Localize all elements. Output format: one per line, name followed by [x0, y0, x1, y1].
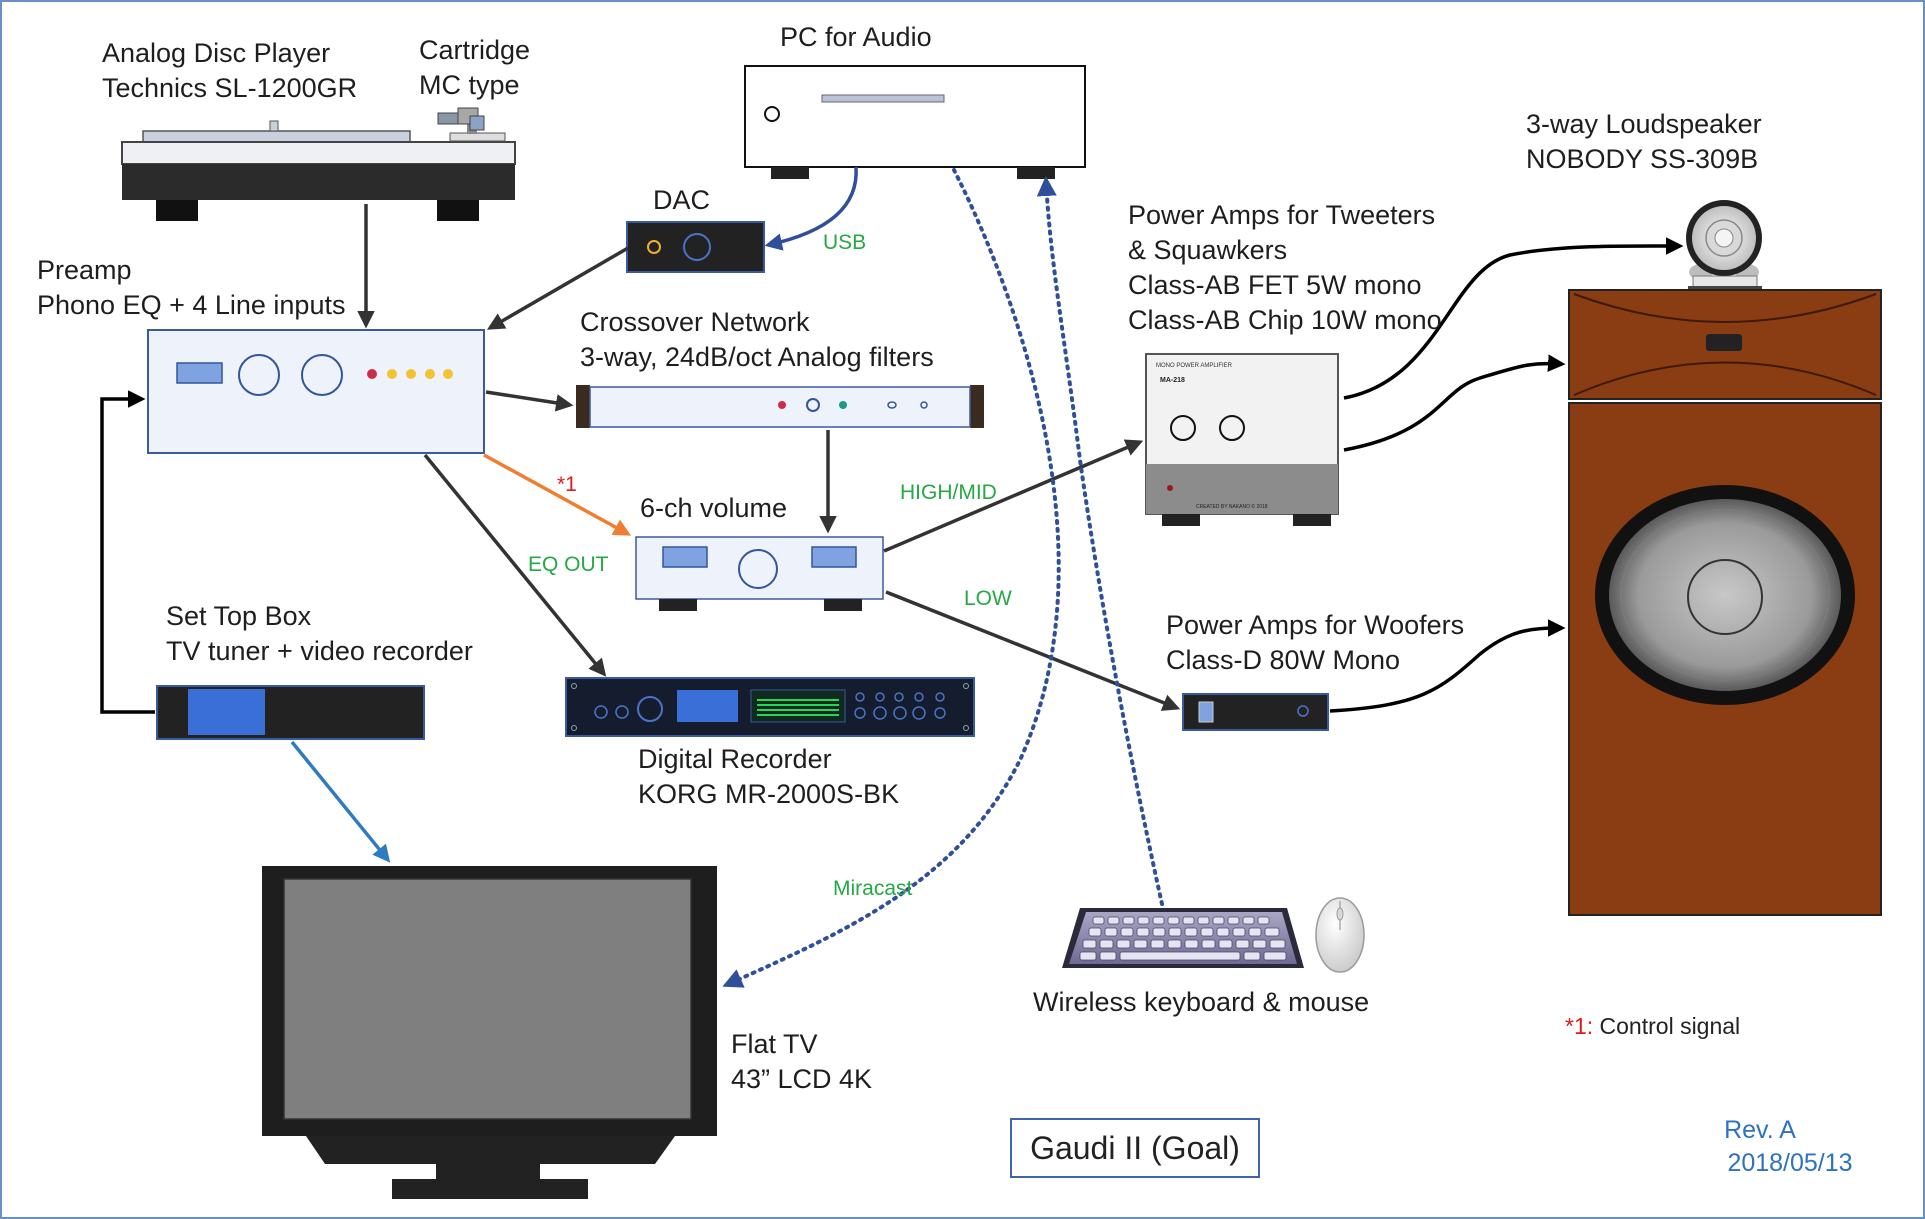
power-amp-woofers [1182, 693, 1329, 731]
footnote-text: Control signal [1593, 1013, 1741, 1039]
digital-recorder [565, 677, 975, 737]
turntable [121, 107, 516, 221]
cartridge-name: Cartridge [419, 35, 531, 65]
amps-tweeter-title: Power Amps for Tweeters [1128, 200, 1436, 230]
flat-tv [262, 866, 717, 1199]
set-top-box [156, 685, 425, 740]
crossover-name: Crossover Network [580, 307, 810, 337]
recorder-name: Digital Recorder [638, 744, 832, 774]
usb-tag: USB [823, 231, 867, 254]
stb-name: Set Top Box [166, 601, 312, 631]
amp-panel-footer: CREATED BY NAKANO © 2018 [1196, 503, 1268, 510]
power-amp-tweeters: MONO POWER AMPLIFIER MA-218 CREATED BY N… [1145, 353, 1339, 526]
tv-name: Flat TV [731, 1029, 818, 1059]
amp-panel-header: MONO POWER AMPLIFIER [1156, 363, 1233, 369]
crossover-network [576, 385, 984, 428]
turntable-name: Analog Disc Player [102, 38, 331, 68]
amps-tweeter-subtitle: & Squawkers [1128, 235, 1288, 265]
amp-panel-model: MA-218 [1160, 377, 1185, 384]
keyboard-and-mouse [1062, 897, 1365, 973]
dac-label: DAC [653, 185, 711, 215]
preamp [147, 329, 485, 454]
horn-cabinet [1568, 289, 1882, 400]
pc-for-audio [744, 65, 1086, 179]
amps-tweeter-spec-2: Class-AB Chip 10W mono [1128, 305, 1442, 335]
speaker-model: NOBODY SS-309B [1526, 144, 1759, 174]
preamp-name: Preamp [37, 255, 132, 285]
six-channel-volume [635, 536, 884, 611]
control-signal-mark: *1 [557, 473, 577, 496]
recorder-model: KORG MR-2000S-BK [638, 779, 900, 809]
preamp-description: Phono EQ + 4 Line inputs [37, 290, 346, 320]
miracast-tag: Miracast [833, 877, 913, 900]
revision-label: Rev. A [1724, 1116, 1796, 1144]
high-mid-tag: HIGH/MID [900, 481, 997, 504]
dac [626, 221, 765, 273]
cartridge-icon [437, 107, 506, 142]
diagram-title: Gaudi II (Goal) [1010, 1118, 1260, 1178]
connections [100, 166, 1684, 988]
keyboard-label: Wireless keyboard & mouse [1033, 987, 1370, 1017]
woofer-cabinet [1568, 402, 1882, 916]
eq-out-tag: EQ OUT [528, 553, 609, 576]
pc-label: PC for Audio [780, 22, 932, 52]
cartridge-type: MC type [419, 70, 520, 100]
footnote: *1: Control signal [1565, 1013, 1740, 1040]
tweeter-icon [1686, 200, 1762, 292]
low-tag: LOW [964, 587, 1012, 610]
loudspeaker [1568, 200, 1882, 916]
amps-woofer-title: Power Amps for Woofers [1166, 610, 1465, 640]
revision-date: 2018/05/13 [1727, 1149, 1853, 1177]
volume-label: 6-ch volume [640, 493, 788, 523]
stb-description: TV tuner + video recorder [166, 636, 473, 666]
footnote-mark: *1: [1565, 1013, 1594, 1039]
tv-spec: 43” LCD 4K [731, 1064, 873, 1094]
amps-woofer-spec: Class-D 80W Mono [1166, 645, 1401, 675]
speaker-name: 3-way Loudspeaker [1526, 109, 1762, 139]
crossover-description: 3-way, 24dB/oct Analog filters [580, 342, 934, 372]
amps-tweeter-spec-1: Class-AB FET 5W mono [1128, 270, 1422, 300]
turntable-model: Technics SL-1200GR [102, 73, 358, 103]
